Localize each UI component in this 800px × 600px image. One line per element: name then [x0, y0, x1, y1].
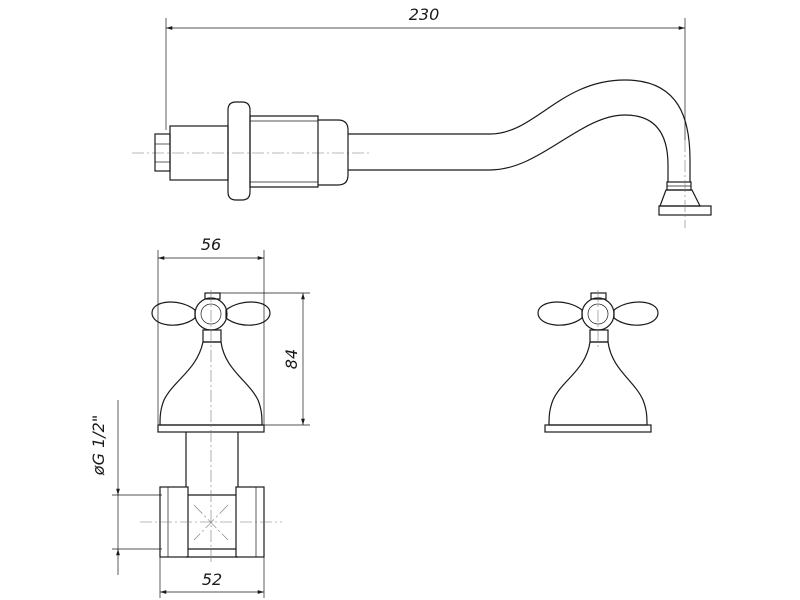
- dimension-thread: øG 1/2": [89, 400, 120, 575]
- dimension-52: 52: [160, 570, 264, 594]
- dimension-84-label: 84: [282, 349, 301, 369]
- left-valve: [112, 250, 310, 598]
- dimension-230-label: 230: [409, 5, 440, 24]
- dimension-52-label: 52: [202, 570, 222, 589]
- dimension-84: 84: [282, 293, 305, 425]
- right-valve: [537, 290, 659, 433]
- dimension-thread-label: øG 1/2": [89, 415, 108, 476]
- dimension-56: 56: [158, 235, 264, 260]
- spout-side-view: [132, 18, 712, 228]
- dimension-56-label: 56: [201, 235, 221, 254]
- dimension-230: 230: [166, 5, 685, 30]
